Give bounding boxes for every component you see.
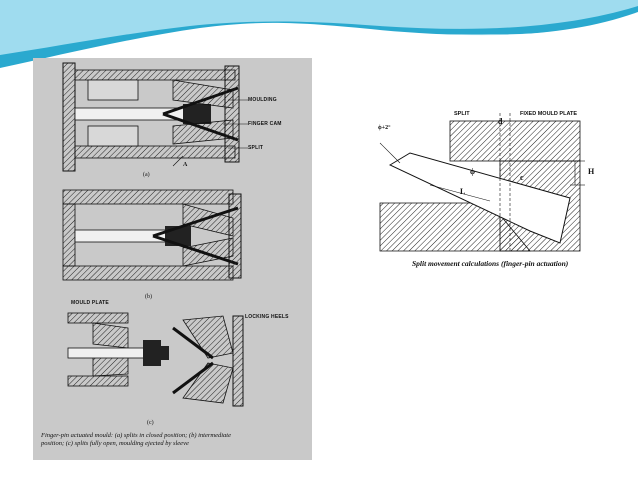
label-finger-cam: FINGER CAM: [248, 121, 282, 127]
banner-wave-light: [0, 0, 638, 55]
label-c: c: [520, 173, 524, 182]
view-b-intermediate: [62, 189, 242, 281]
view-c-open: [67, 312, 244, 407]
left-caption-line-1: Finger-pin actuated mould: (a) splits in…: [41, 432, 231, 439]
label-sub-b: (b): [145, 294, 152, 300]
left-caption-line-2: position; (c) splits fully open, mouldin…: [41, 440, 189, 447]
header-banner: [0, 0, 638, 68]
split-movement-figure: SPLIT FIXED MOULD PLATE ϕ+2° d c H L ϕ S…: [370, 103, 602, 273]
label-h: H: [588, 167, 595, 176]
label-d: d: [498, 117, 503, 126]
view-a-closed: [62, 62, 248, 172]
label-mould-plate: MOULD PLATE: [71, 300, 109, 306]
label-sub-c: (c): [147, 420, 154, 426]
label-split-right: SPLIT: [454, 111, 470, 117]
finger-pin-mould-figure: MOULDING FINGER CAM SPLIT A (a) (b) MOUL…: [33, 58, 312, 460]
label-phi-angle: ϕ+2°: [378, 125, 391, 131]
left-figure-caption: Finger-pin actuated mould: (a) splits in…: [41, 432, 291, 448]
label-a: A: [183, 162, 188, 168]
label-sub-a: (a): [143, 172, 150, 178]
label-split: SPLIT: [248, 145, 264, 151]
label-locking-heels: LOCKING HEELS: [245, 314, 289, 320]
split-movement-drawing: [379, 113, 585, 253]
label-moulding: MOULDING: [248, 97, 277, 103]
mould-drawings: [62, 62, 248, 407]
label-l: L: [460, 187, 466, 196]
right-figure-caption: Split movement calculations (finger-pin …: [412, 259, 569, 268]
label-fixed-mould-plate: FIXED MOULD PLATE: [520, 111, 578, 117]
banner-wave-white: [200, 16, 638, 43]
label-phi: ϕ: [470, 167, 475, 176]
